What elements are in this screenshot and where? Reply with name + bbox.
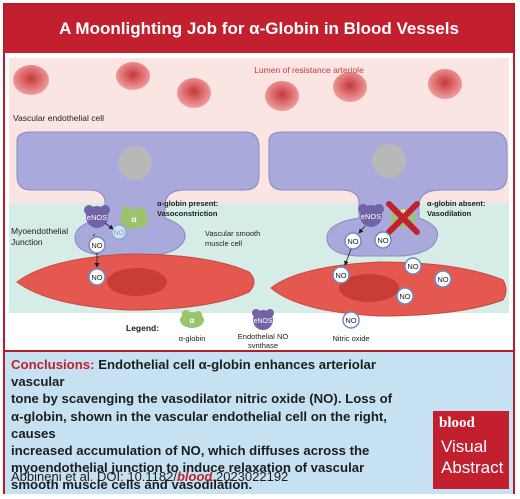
nucleus-left xyxy=(118,146,152,180)
citation-prefix: Abbineni et al. DOI: 10.1182/ xyxy=(11,469,177,484)
enos-right: eNOS xyxy=(358,204,384,227)
lumen-label: Lumen of resistance arteriole xyxy=(254,65,364,75)
citation: Abbineni et al. DOI: 10.1182/blood.20230… xyxy=(11,469,288,484)
smooth-muscle-label-line2: muscle cell xyxy=(205,239,242,248)
enos-left: eNOS xyxy=(84,205,110,228)
no-right-4-label: NO xyxy=(407,262,418,271)
figure-title: A Moonlighting Job for α-Globin in Blood… xyxy=(59,19,459,38)
alpha-globin-left: α xyxy=(120,206,148,229)
no-bound-left-label: NO xyxy=(114,230,125,237)
no-right-5: NO xyxy=(434,270,452,288)
no-right-4: NO xyxy=(404,257,422,275)
smooth-muscle-nucleus-right xyxy=(339,274,399,302)
conclusions-line3: α-globin, shown in the vascular endothel… xyxy=(11,408,387,441)
no-right-1: NO xyxy=(344,232,362,250)
no-left-1: NO xyxy=(88,236,106,254)
legend-enos-icon: eNOS xyxy=(252,309,274,330)
legend: Legend: α α-globin eNOS Endothelial NO s… xyxy=(126,309,370,348)
red-blood-cell xyxy=(177,78,211,108)
citation-suffix: .2023022192 xyxy=(212,469,289,484)
red-blood-cell xyxy=(116,62,150,90)
conclusions-panel: Conclusions: Endothelial cell α-globin e… xyxy=(5,350,513,494)
no-right-6: NO xyxy=(396,287,414,305)
smooth-muscle-label-line1: Vascular smooth xyxy=(205,229,260,238)
badge-line1: Visual xyxy=(441,437,487,456)
blood-logo: blood xyxy=(439,415,475,431)
legend-enos-symbol: eNOS xyxy=(253,318,272,325)
no-left-2: NO xyxy=(88,268,106,286)
arrow-to-no xyxy=(92,233,96,237)
red-blood-cells xyxy=(13,62,462,111)
legend-title: Legend: xyxy=(126,323,159,333)
endothelial-cell-right xyxy=(268,131,508,257)
conclusions-text: Conclusions: Endothelial cell α-globin e… xyxy=(11,356,431,494)
no-bound-left: NO xyxy=(111,224,127,240)
arrow-enos-right xyxy=(358,225,366,234)
legend-alpha-name: α-globin xyxy=(179,334,206,343)
figure-frame: A Moonlighting Job for α-Globin in Blood… xyxy=(3,3,515,494)
no-left-1-label: NO xyxy=(91,241,102,250)
alpha-left-label: α xyxy=(131,214,137,224)
endothelial-label: Vascular endothelial cell xyxy=(13,113,104,123)
smooth-muscle-nucleus-left xyxy=(107,268,167,296)
no-right-3-label: NO xyxy=(335,271,346,280)
right-state-line2: Vasodilation xyxy=(427,209,472,218)
title-bar: A Moonlighting Job for α-Globin in Blood… xyxy=(5,5,513,53)
visual-abstract-badge: blood Visual Abstract xyxy=(433,411,509,489)
no-right-3: NO xyxy=(332,266,350,284)
red-blood-cell xyxy=(333,72,367,102)
legend-no-symbol: NO xyxy=(345,316,356,325)
conclusions-line6: smooth muscle cells and vasodilation. xyxy=(11,477,253,493)
conclusions-line1: Endothelial cell α-globin enhances arter… xyxy=(11,357,376,390)
legend-alpha-symbol: α xyxy=(190,316,195,325)
diagram: Lumen of resistance arteriole Vascular e… xyxy=(9,58,509,348)
legend-enos-line2: synthase xyxy=(248,341,278,348)
red-blood-cell xyxy=(265,81,299,111)
no-right-2-label: NO xyxy=(377,236,388,245)
red-blood-cell xyxy=(13,65,49,95)
no-left-2-label: NO xyxy=(91,273,102,282)
legend-no-name: Nitric oxide xyxy=(332,334,369,343)
conclusions-line4: increased accumulation of NO, which diff… xyxy=(11,443,370,459)
red-blood-cell xyxy=(428,69,462,99)
no-right-1-label: NO xyxy=(347,237,358,246)
no-right-5-label: NO xyxy=(437,275,448,284)
conclusions-line2: tone by scavenging the vasodilator nitri… xyxy=(11,391,393,407)
no-right-2: NO xyxy=(374,231,392,249)
badge-line2: Abstract xyxy=(441,458,504,477)
alpha-right-label: α xyxy=(400,206,406,216)
right-state-line1: α-globin absent: xyxy=(427,199,485,208)
conclusions-label: Conclusions: xyxy=(11,357,95,372)
enos-right-label: eNOS xyxy=(361,212,381,221)
conclusions-line5: myoendothelial junction to induce relaxa… xyxy=(11,460,365,476)
nucleus-right xyxy=(372,144,406,178)
left-state-line2: Vasoconstriction xyxy=(157,209,218,218)
junction-label-line2: Junction xyxy=(11,237,43,247)
arrow-enos-to-no xyxy=(104,222,114,230)
left-state-line1: α-globin present: xyxy=(157,199,218,208)
legend-enos-line1: Endothelial NO xyxy=(238,332,289,341)
junction-label-line1: Myoendothelial xyxy=(11,226,68,236)
endothelial-cell-left xyxy=(16,131,260,257)
inhibit-x-icon xyxy=(386,201,420,235)
legend-no-icon: NO xyxy=(342,311,360,329)
arrow-no-down-right xyxy=(344,248,352,266)
legend-alpha-globin-icon: α xyxy=(180,310,204,328)
enos-left-label: eNOS xyxy=(87,213,107,222)
citation-journal: blood xyxy=(176,469,213,484)
no-right-6-label: NO xyxy=(399,292,410,301)
